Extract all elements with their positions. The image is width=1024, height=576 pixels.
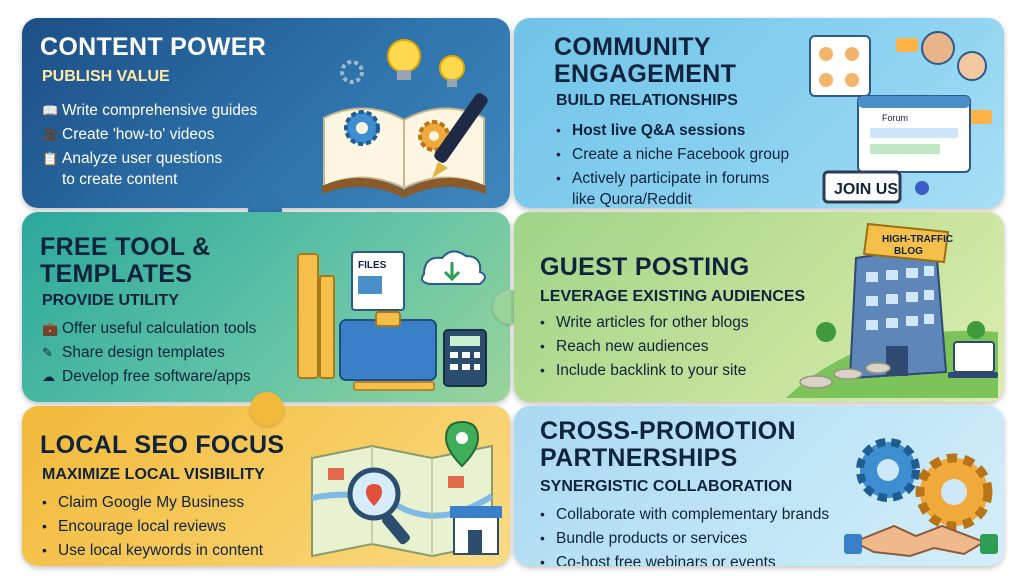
list-item: •Include backlink to your site (540, 362, 747, 379)
thumbs-up-icon (915, 181, 929, 195)
free-tools-title-line2: TEMPLATES (40, 260, 193, 288)
guest-posting-subtitle: LEVERAGE EXISTING AUDIENCES (540, 288, 806, 305)
lightbulb-icon (387, 39, 465, 87)
svg-text:HIGH-TRAFFIC: HIGH-TRAFFIC (882, 234, 953, 245)
fountain-pen-icon (432, 93, 488, 178)
cross-promotion-list: •Collaborate with complementary brands •… (540, 504, 870, 566)
laptop-icon (953, 341, 995, 373)
svg-text:BLOG: BLOG (894, 246, 923, 257)
free-tools-subtitle: PROVIDE UTILITY (42, 292, 179, 309)
cloud-icon (421, 250, 486, 285)
list-item: 📖 Write comprehensive guides (42, 102, 258, 119)
guest-posting-title: GUEST POSTING (540, 253, 750, 281)
forum-label: Forum (882, 113, 908, 123)
list-item: • Actively participate in forums like Qu… (556, 170, 770, 208)
toolkit-illustration: FILES (297, 250, 487, 391)
house-icon (328, 468, 344, 480)
cross-promotion-subtitle: SYNERGISTIC COLLABORATION (540, 478, 793, 495)
high-traffic-sign (862, 222, 950, 264)
content-power-list: 📖 Write comprehensive guides 🎥 Create 'h… (42, 100, 312, 193)
list-item: •Collaborate with complementary brands (540, 506, 830, 523)
book-icon: 📖 (42, 103, 59, 118)
local-seo-subtitle: MAXIMIZE LOCAL VISIBILITY (42, 466, 265, 483)
puzzle-tab (250, 392, 284, 426)
free-tools-panel: FREE TOOL & TEMPLATES PROVIDE UTILITY 💼 … (22, 212, 510, 402)
list-item: •Use local keywords in content (42, 542, 264, 559)
guest-posting-panel: GUEST POSTING LEVERAGE EXISTING AUDIENCE… (514, 212, 1004, 402)
list-item: 🎥 Create 'how-to' videos (42, 126, 215, 143)
local-map-illustration (311, 420, 502, 558)
open-book-illustration (322, 39, 488, 198)
guest-posting-list: •Write articles for other blogs •Reach n… (540, 312, 800, 384)
toolbox-icon: 💼 (42, 321, 59, 336)
list-item: ☁ Develop free software/apps (42, 368, 251, 385)
community-title-line1: COMMUNITY (554, 33, 711, 61)
chat-bubble-icon (896, 38, 918, 52)
handshake-icon (844, 524, 998, 558)
gear-icon (340, 60, 450, 152)
free-tools-list: 💼 Offer useful calculation tools ✎ Share… (42, 318, 312, 390)
list-item: •Encourage local reviews (42, 518, 227, 535)
toolbox-illustration (339, 319, 437, 381)
blog-building-illustration: HIGH-TRAFFIC BLOG (786, 222, 998, 398)
cross-promotion-title-line1: CROSS-PROMOTION (540, 417, 796, 445)
community-title-line2: ENGAGEMENT (554, 60, 737, 88)
list-item: 💼 Offer useful calculation tools (42, 320, 257, 337)
local-seo-title: LOCAL SEO FOCUS (40, 431, 285, 459)
avatar (921, 31, 987, 81)
cross-promotion-panel: CROSS-PROMOTION PARTNERSHIPS SYNERGISTIC… (514, 406, 1004, 566)
local-seo-panel: LOCAL SEO FOCUS MAXIMIZE LOCAL VISIBILIT… (22, 406, 510, 566)
content-power-subtitle: PUBLISH VALUE (42, 68, 170, 85)
join-us-sign (822, 170, 902, 204)
edit-icon: ✎ (42, 345, 53, 360)
tree-icon (816, 322, 836, 342)
list-item: ✎ Share design templates (42, 344, 225, 361)
cloud-download-icon: ☁ (42, 369, 55, 384)
community-illustration: Forum JOIN US (809, 31, 992, 204)
community-list: •Host live Q&A sessions •Create a niche … (556, 120, 826, 208)
list-item: •Host live Q&A sessions (556, 122, 746, 139)
svg-text:FILES: FILES (358, 260, 387, 271)
list-item: •Write articles for other blogs (540, 314, 749, 331)
list-item: •Create a niche Facebook group (556, 146, 790, 163)
ruler-icon (297, 253, 319, 379)
list-item: •Co-host free webinars or events (540, 554, 776, 566)
cross-promotion-title-line2: PARTNERSHIPS (540, 444, 738, 472)
partnership-illustration (844, 438, 998, 558)
pencil-icon (353, 381, 435, 391)
content-power-title: CONTENT POWER (40, 33, 267, 61)
community-panel: COMMUNITY ENGAGEMENT BUILD RELATIONSHIPS… (514, 18, 1004, 208)
list-item: •Claim Google My Business (42, 494, 245, 511)
content-power-panel: CONTENT POWER PUBLISH VALUE 📖 Write comp… (22, 18, 510, 208)
list-item: •Reach new audiences (540, 338, 709, 355)
local-seo-list: •Claim Google My Business •Encourage loc… (42, 492, 312, 564)
clipboard-icon: 📋 (42, 151, 59, 166)
community-subtitle: BUILD RELATIONSHIPS (556, 92, 738, 109)
svg-text:JOIN US: JOIN US (834, 181, 898, 198)
free-tools-title-line1: FREE TOOL & (40, 233, 211, 261)
video-camera-icon: 🎥 (42, 127, 59, 142)
list-item: 📋 Analyze user questions to create conte… (42, 150, 223, 188)
gear-icon (856, 438, 993, 531)
list-item: •Bundle products or services (540, 530, 748, 547)
